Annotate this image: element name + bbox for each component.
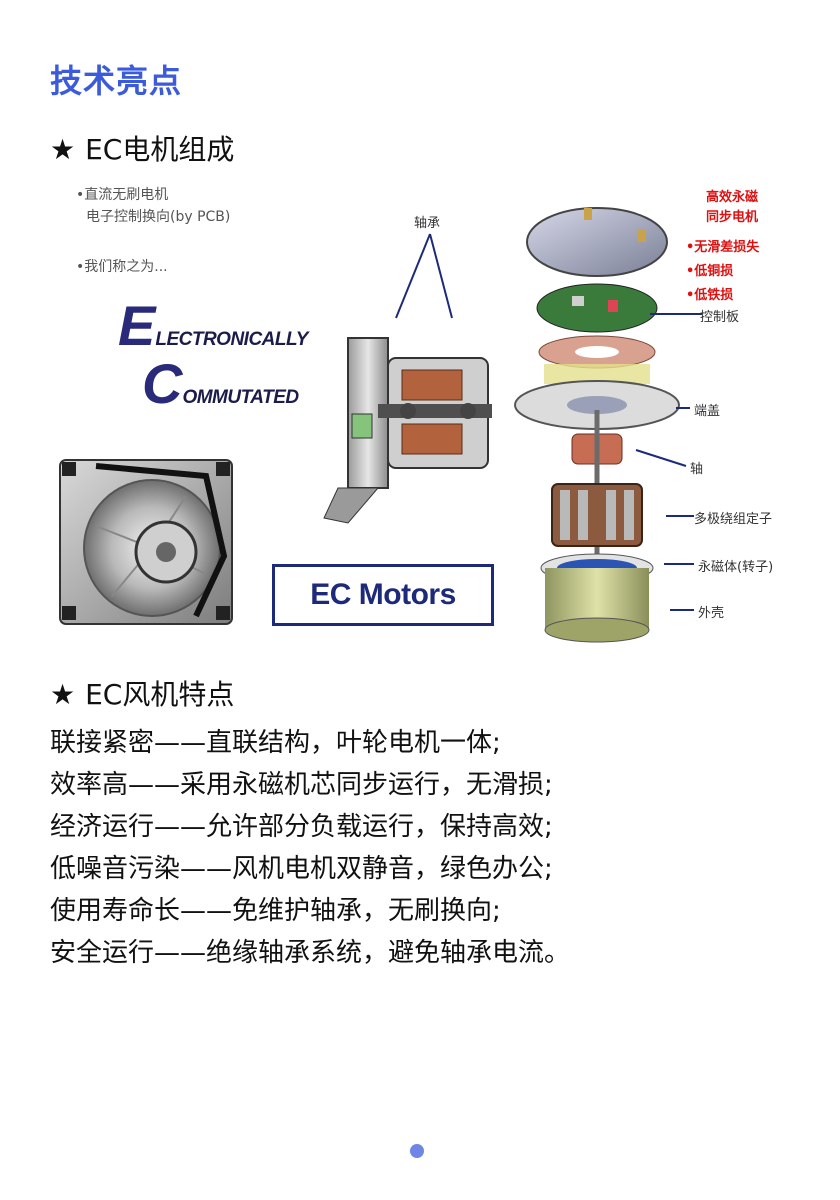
bearing-pointer-lines (395, 233, 453, 319)
ec-acronym-commutated: COMMUTATED (142, 352, 299, 415)
exploded-motor-image (514, 207, 680, 643)
part-label-shaft: 轴 (690, 462, 704, 477)
ec-motors-logo: EC Motors (272, 564, 494, 626)
page-title: 技术亮点 (50, 62, 183, 100)
note-brushless: •直流无刷电机 (76, 187, 169, 203)
section-heading-ec-fan: ★ EC风机特点 (50, 673, 234, 713)
section-heading-text: EC电机组成 (85, 133, 235, 166)
ec-motor-figure: •直流无刷电机 电子控制换向(by PCB) •我们称之为... ELECTRO… (50, 180, 790, 650)
part-label-end-cap: 端盖 (694, 404, 721, 419)
section-heading-text: EC风机特点 (85, 678, 235, 711)
note-we-call: •我们称之为... (76, 259, 168, 275)
part-label-rotor: 永磁体(转子) (698, 560, 774, 575)
page-indicator-dot[interactable] (410, 1144, 424, 1158)
star-icon: ★ (50, 133, 76, 166)
part-label-housing: 外壳 (698, 606, 725, 621)
part-label-stator: 多极绕组定子 (694, 512, 773, 527)
bearing-label: 轴承 (414, 216, 441, 231)
feature-item: 安全运行——绝缘轴承系统，避免轴承电流。 (50, 938, 571, 968)
red-note-title-2: 同步电机 (706, 210, 759, 225)
section-heading-ec-motor: ★ EC电机组成 (50, 128, 234, 168)
feature-item: 经济运行——允许部分负载运行，保持高效; (50, 812, 553, 842)
motor-cross-section-image (323, 337, 492, 524)
red-note-low-copper: •低铜损 (686, 264, 734, 279)
star-icon: ★ (50, 678, 76, 711)
ec-acronym-electronically: ELECTRONICALLY (118, 294, 308, 357)
red-note-low-iron: •低铁损 (686, 288, 734, 303)
feature-item: 效率高——采用永磁机芯同步运行，无滑损; (50, 770, 553, 800)
part-leader-lines (635, 313, 702, 611)
feature-list: 联接紧密——直联结构，叶轮电机一体; 效率高——采用永磁机芯同步运行，无滑损; … (50, 722, 570, 974)
feature-item: 低噪音污染——风机电机双静音，绿色办公; (50, 854, 553, 884)
red-note-no-slip: •无滑差损失 (686, 240, 760, 255)
feature-item: 使用寿命长——免维护轴承，无刷换向; (50, 896, 501, 926)
feature-item: 联接紧密——直联结构，叶轮电机一体; (50, 728, 501, 758)
red-note-title-1: 高效永磁 (706, 190, 759, 205)
note-pcb: 电子控制换向(by PCB) (86, 209, 231, 225)
ec-fan-image (59, 459, 233, 625)
part-label-control-board: 控制板 (700, 310, 740, 325)
